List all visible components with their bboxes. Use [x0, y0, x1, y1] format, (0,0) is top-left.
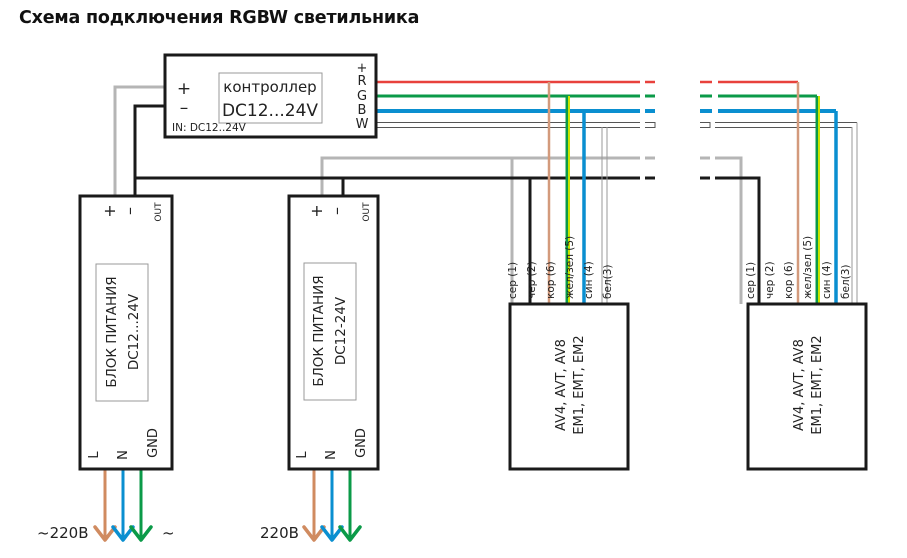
- fixture-2-wire-label-1: сер (1): [745, 262, 757, 299]
- wire-white-bus-dash: [700, 122, 711, 128]
- fixture-2-label-line2: EM1, EMT, EM2: [810, 335, 825, 434]
- controller-in-plus: +: [177, 79, 191, 99]
- power-supply-2: БЛОК ПИТАНИЯ DC12-24V + – OUT L N GND 22…: [260, 194, 380, 542]
- fixture-1-wire-label-3: кор (6): [545, 261, 557, 299]
- fixture-1-wire-label-6: бел(3): [602, 264, 614, 299]
- power-supply-1-mains-label: ~220В: [37, 524, 89, 542]
- power-supply-2-in-l: L: [295, 451, 310, 459]
- power-supply-1: БЛОК ПИТАНИЯ DC12...24V + – OUT L N GND …: [37, 194, 175, 542]
- wire-gray-psu2-bus: [320, 156, 640, 196]
- wires-layer: [93, 80, 858, 542]
- controller-input-spec: IN: DC12..24V: [172, 122, 247, 134]
- power-supply-1-in-gnd: GND: [146, 428, 161, 458]
- controller-out-b: B: [358, 103, 367, 118]
- controller-label-line2: DC12...24V: [222, 101, 318, 121]
- arrow-psu2-n-head: [320, 525, 344, 542]
- fixture-1-box: [508, 302, 630, 471]
- power-supply-2-out-plus: +: [307, 204, 326, 217]
- controller-out-plus: +: [357, 61, 368, 76]
- power-supply-2-in-gnd: GND: [354, 428, 369, 458]
- power-supply-1-label-frame: [95, 263, 149, 402]
- fixture-2-box: [746, 302, 868, 471]
- power-supply-1-label-line2: DC12...24V: [126, 293, 142, 370]
- power-supply-2-in-n: N: [324, 450, 339, 460]
- wire-gray-psu1-to-controller: [113, 85, 165, 196]
- fixture-1-wire-label-5: син (4): [583, 261, 595, 299]
- power-supply-1-mains-suffix: ~: [162, 524, 175, 542]
- power-supply-2-label-line1: БЛОК ПИТАНИЯ: [311, 275, 327, 386]
- fixture-1-wire-label-4: жел/зел (5): [564, 236, 576, 299]
- power-supply-1-out-minus: –: [120, 207, 139, 215]
- wire-black-fixture2: [715, 176, 761, 304]
- power-supply-2-mains-label: 220В: [260, 524, 299, 542]
- arrow-psu2-l-head: [302, 525, 326, 542]
- wire-black-psu1-to-controller: [133, 104, 165, 196]
- power-supply-2-out-minus: –: [327, 207, 346, 215]
- power-supply-1-label-line1: БЛОК ПИТАНИЯ: [104, 276, 120, 387]
- controller-out-g: G: [357, 89, 367, 104]
- fixture-1-wire-label-2: чер (2): [526, 261, 538, 299]
- diagram-title: Схема подключения RGBW светильника: [19, 8, 420, 28]
- fixture-2: AV4, AVT, AV8 EM1, EMT, EM2 сер (1) чер …: [745, 236, 868, 471]
- power-supply-2-label-frame: [303, 262, 357, 401]
- controller-label-line1: контроллер: [223, 78, 316, 96]
- power-supply-1-box: [78, 194, 174, 471]
- power-supply-2-out-label: OUT: [362, 202, 372, 222]
- fixture-2-wire-label-3: кор (6): [783, 261, 795, 299]
- arrow-psu2-gnd-head: [338, 525, 362, 542]
- fixture-1-label-line1: AV4, AVT, AV8: [554, 339, 569, 431]
- controller-out-w: W: [356, 117, 369, 132]
- controller-in-minus: –: [180, 98, 189, 118]
- wire-gray-fixture2: [715, 156, 743, 304]
- fixture-2-wire-label-2: чер (2): [764, 261, 776, 299]
- power-supply-1-in-n: N: [116, 450, 131, 460]
- arrow-psu1-l-head: [93, 525, 117, 542]
- fixture-2-label-line1: AV4, AVT, AV8: [792, 339, 807, 431]
- power-supply-2-label-line2: DC12-24V: [333, 296, 349, 365]
- fixture-2-wire-label-5: син (4): [821, 261, 833, 299]
- arrow-psu1-gnd-head: [129, 525, 153, 542]
- controller-out-r: R: [357, 74, 366, 89]
- arrow-psu1-n-head: [111, 525, 135, 542]
- power-supply-1-in-l: L: [87, 451, 102, 459]
- controller-label-frame: [218, 72, 323, 124]
- power-supply-1-out-plus: +: [100, 204, 119, 217]
- wire-white-bus-dash: [645, 122, 656, 128]
- fixture-2-wire-label-4: жел/зел (5): [802, 236, 814, 299]
- fixture-1-label-line2: EM1, EMT, EM2: [572, 335, 587, 434]
- fixture-1: AV4, AVT, AV8 EM1, EMT, EM2 сер (1) чер …: [507, 236, 630, 471]
- controller: контроллер DC12...24V IN: DC12..24V + – …: [163, 53, 378, 139]
- fixture-1-wire-label-1: сер (1): [507, 262, 519, 299]
- power-supply-1-out-label: OUT: [154, 202, 164, 222]
- fixture-2-wire-label-6: бел(3): [840, 264, 852, 299]
